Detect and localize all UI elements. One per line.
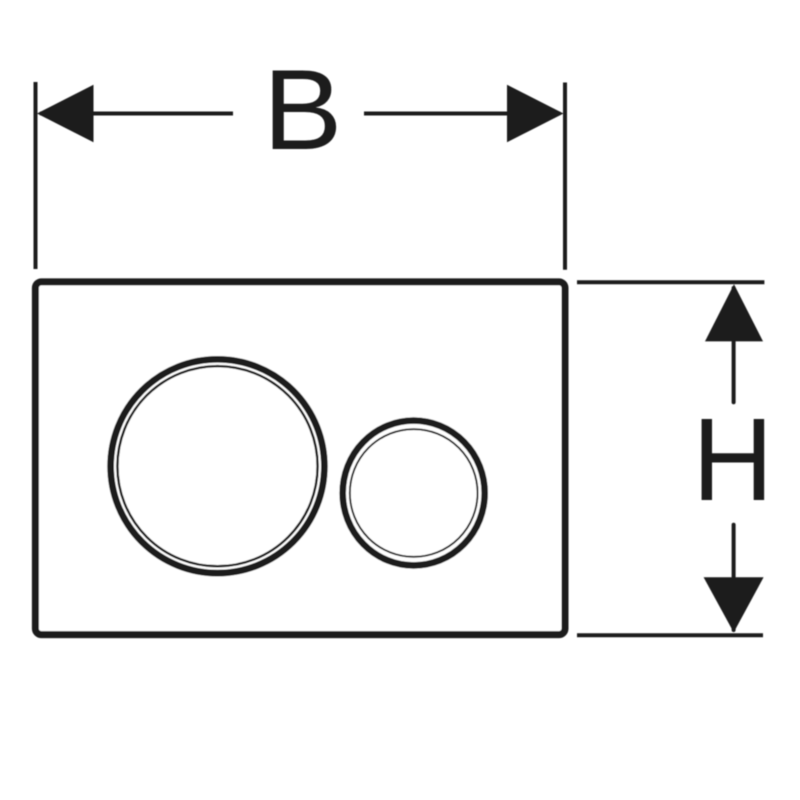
svg-text:H: H <box>692 394 773 525</box>
svg-text:B: B <box>263 46 343 174</box>
